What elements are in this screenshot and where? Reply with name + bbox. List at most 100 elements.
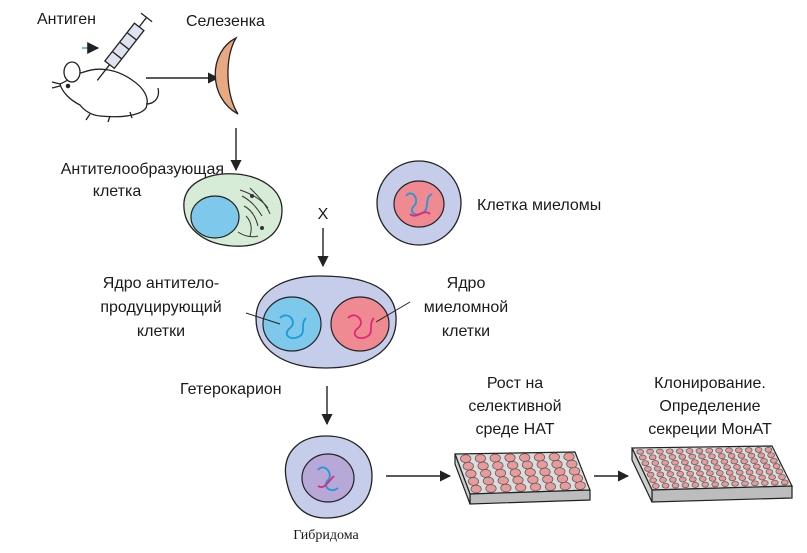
plate-well xyxy=(708,475,717,482)
plate-well xyxy=(695,448,704,454)
plate-well xyxy=(651,460,660,466)
plate-well xyxy=(654,465,662,472)
plate-well xyxy=(681,482,690,489)
plate-well xyxy=(460,454,472,463)
plate-well xyxy=(698,476,707,482)
plate-well xyxy=(661,482,670,489)
syringe-icon xyxy=(82,12,153,81)
plate-well xyxy=(761,480,769,486)
plate-icon xyxy=(631,445,793,503)
plate-well xyxy=(467,477,480,486)
plate-well xyxy=(649,477,657,484)
plate-well xyxy=(765,468,774,475)
plate-well xyxy=(740,458,748,465)
plate-well xyxy=(539,467,551,477)
plate-well xyxy=(708,453,716,460)
plate-well xyxy=(698,453,706,460)
plate-well xyxy=(641,460,650,467)
plate-well xyxy=(462,461,474,471)
plate-well xyxy=(735,469,744,476)
plate-well xyxy=(735,447,743,454)
plate-well xyxy=(741,480,749,487)
plate-well xyxy=(548,452,560,462)
plate-well xyxy=(737,452,746,459)
plate-well xyxy=(778,474,786,480)
plate-well xyxy=(673,465,682,472)
plate-well xyxy=(758,474,766,481)
plate-well xyxy=(566,459,578,469)
plate-well xyxy=(569,466,581,476)
plate-well xyxy=(738,475,747,481)
plate-well xyxy=(723,464,731,471)
plate-well xyxy=(551,460,563,469)
label-spleen: Селезенка xyxy=(186,13,265,30)
plate-well xyxy=(512,475,524,485)
plate-well xyxy=(686,470,694,477)
plate-well xyxy=(659,477,667,483)
label-antibody-cell-2: клетка xyxy=(92,183,142,200)
plate-well xyxy=(474,454,486,463)
plate-well xyxy=(691,482,700,488)
plate-well xyxy=(559,481,571,491)
plate-well xyxy=(711,481,719,488)
plate-well xyxy=(745,469,754,476)
plate-well xyxy=(656,448,664,455)
label-nucleus-ab-2: продуцирующий xyxy=(100,299,222,316)
plate-well xyxy=(705,447,714,454)
plate-well xyxy=(775,468,784,475)
plate-well xyxy=(725,469,734,476)
plate-well xyxy=(693,464,702,471)
plate-well xyxy=(720,458,729,465)
plate-well xyxy=(764,446,773,453)
plate-well xyxy=(480,469,492,478)
plate-well xyxy=(768,474,776,481)
plate-well xyxy=(533,453,546,462)
plate-well xyxy=(716,470,724,476)
plate-well xyxy=(485,484,497,493)
plate-well xyxy=(750,458,758,464)
plate-well xyxy=(780,479,789,486)
plate-well xyxy=(743,463,751,470)
plate-well xyxy=(762,463,771,470)
plate-well xyxy=(767,452,775,459)
plate-well xyxy=(755,469,764,475)
hybridoma-cell xyxy=(284,435,373,519)
plate-well xyxy=(703,464,712,471)
plate-well xyxy=(507,461,519,470)
plate-well xyxy=(688,453,696,460)
plate-well xyxy=(700,459,709,465)
plate-well xyxy=(524,468,536,477)
plate-well xyxy=(681,459,689,466)
plate-well xyxy=(676,471,684,477)
plate-well xyxy=(751,480,759,487)
heterokaryon-cell xyxy=(255,275,397,369)
label-cloning-2: Определение xyxy=(659,398,761,415)
plate-well xyxy=(772,463,781,469)
plate-well xyxy=(556,474,569,484)
plate-well xyxy=(744,447,753,453)
plate-well xyxy=(542,475,554,484)
plate-well xyxy=(678,453,687,460)
label-cloning-3: секреции МонАТ xyxy=(648,421,772,438)
plate-well xyxy=(521,460,533,470)
label-cross: X xyxy=(317,206,329,223)
plate-well xyxy=(733,464,741,470)
plate-well xyxy=(646,471,655,478)
label-antibody-cell-1: Антителообразующая xyxy=(60,161,224,178)
plate-well xyxy=(544,482,556,491)
plate-well xyxy=(669,476,677,483)
plate-well xyxy=(658,454,667,460)
plate-well xyxy=(666,448,674,455)
plate-well xyxy=(710,458,719,465)
plate-well xyxy=(639,454,647,461)
plate-well xyxy=(706,470,714,477)
label-cloning-1: Клонирование. xyxy=(654,375,766,392)
plate-well xyxy=(691,459,699,466)
plate-well xyxy=(571,474,583,483)
plate-well xyxy=(515,483,527,492)
label-myeloma-cell: Клетка миеломы xyxy=(477,197,602,214)
plate-well xyxy=(494,468,507,478)
plate-well xyxy=(636,448,644,455)
